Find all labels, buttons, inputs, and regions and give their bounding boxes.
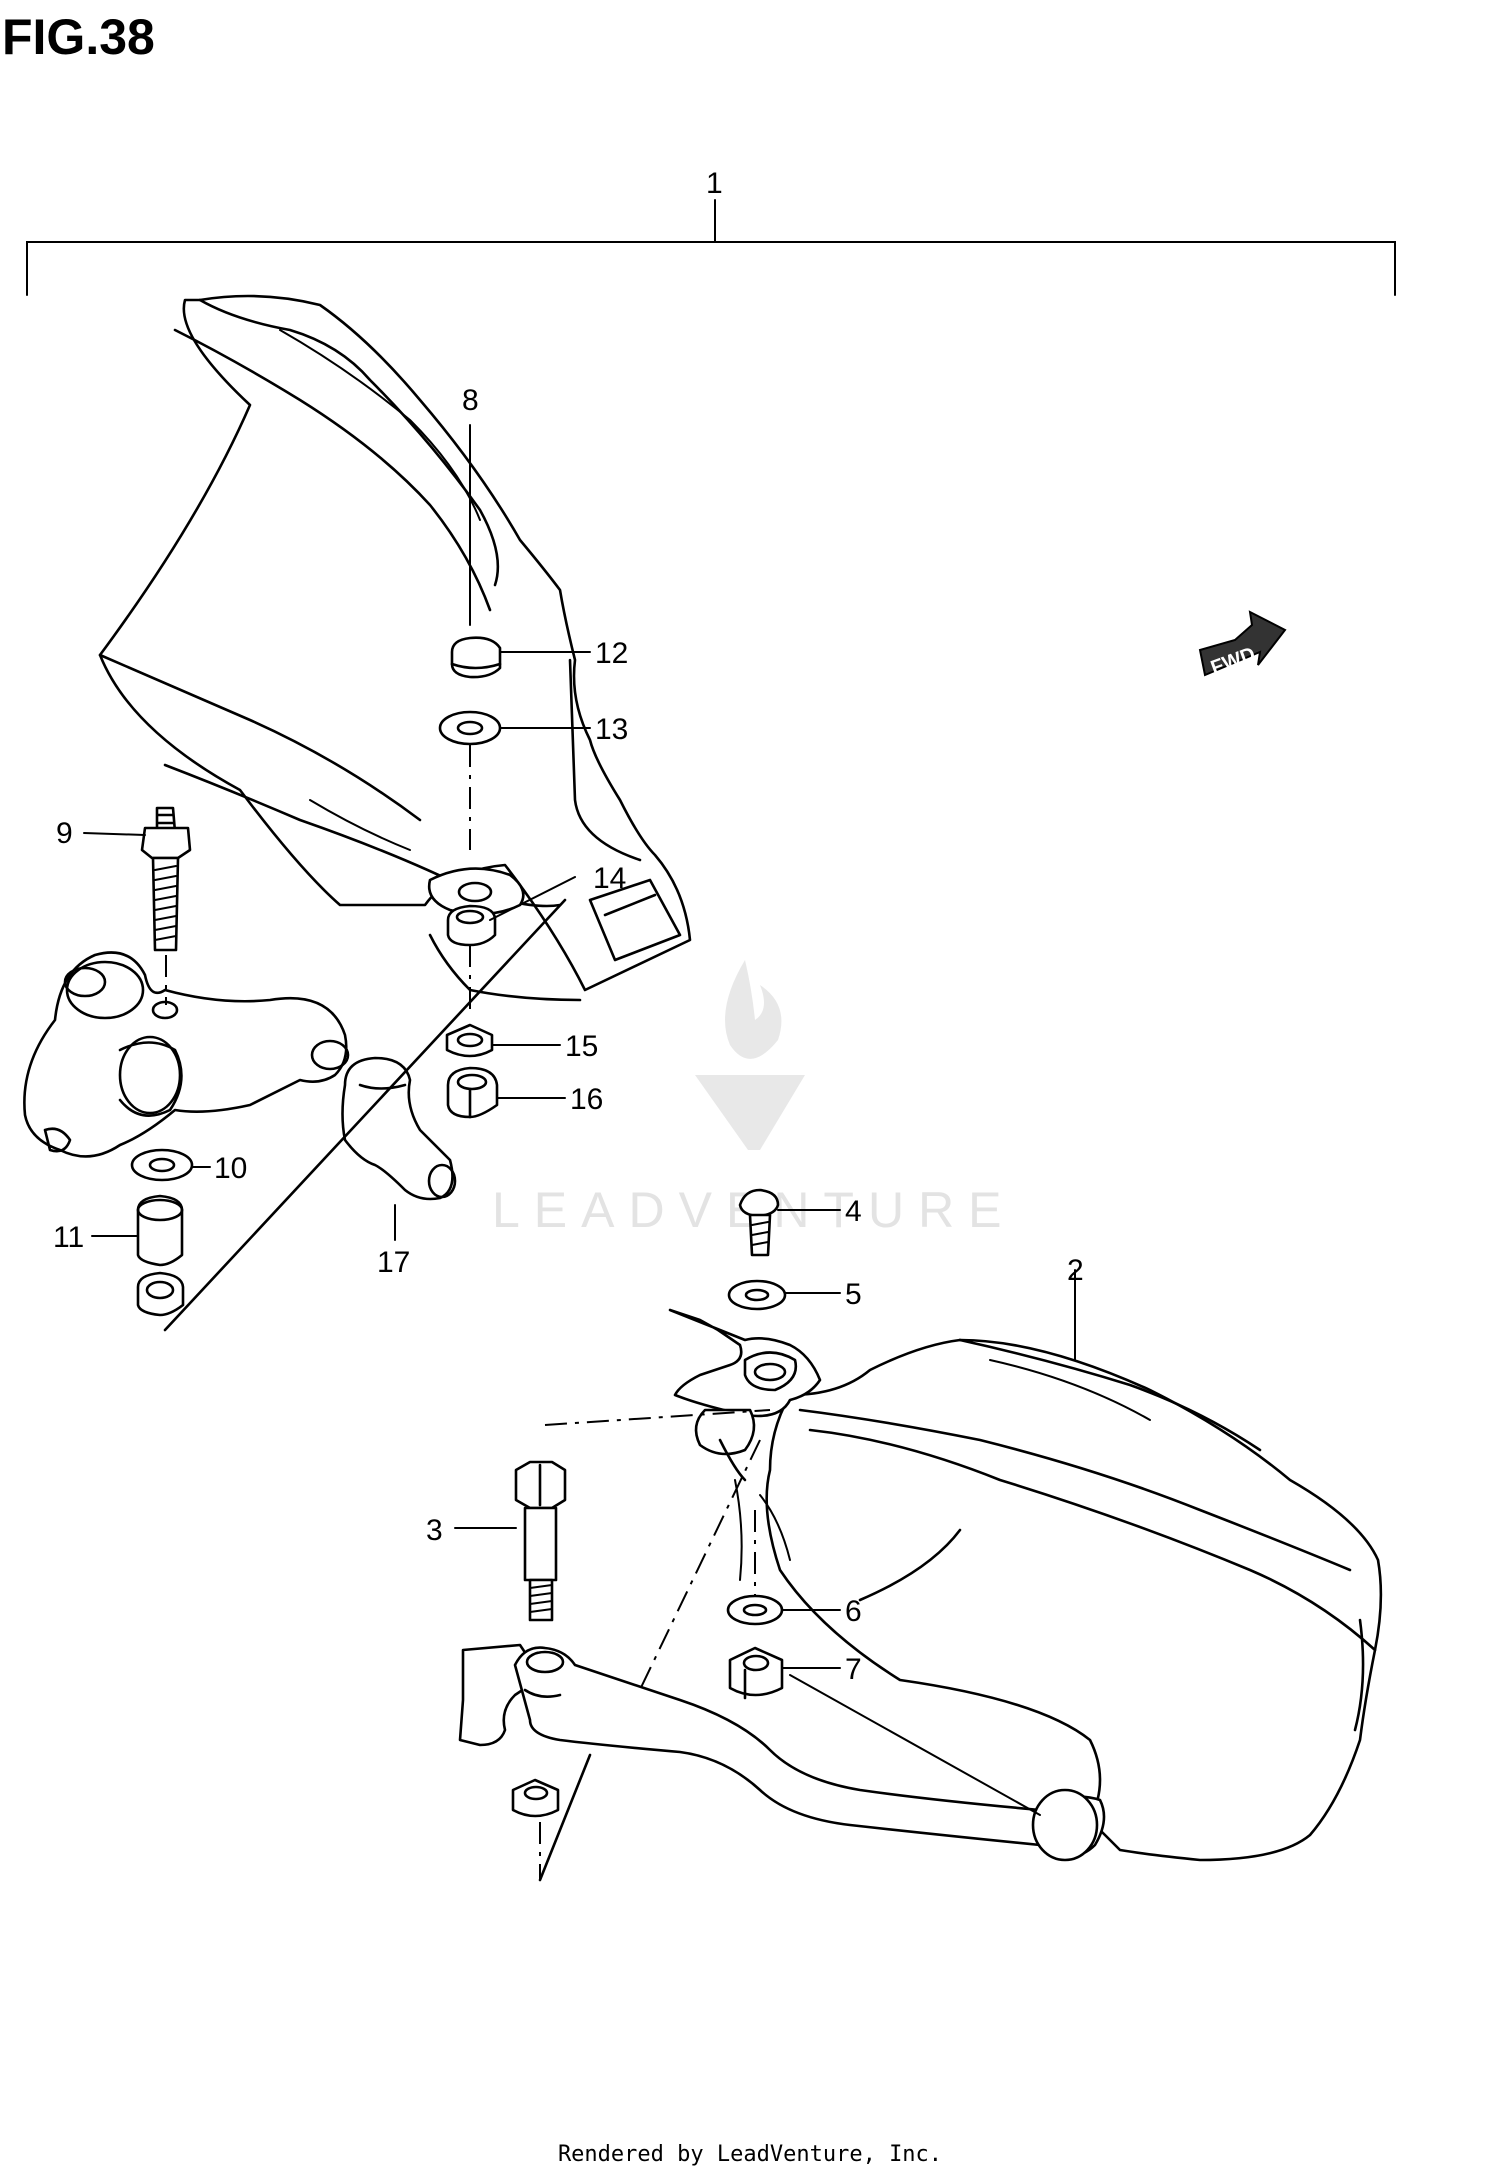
credit-text: Rendered by LeadVenture, Inc.	[558, 2142, 942, 2167]
spacer	[136, 1194, 184, 1267]
lever-nut	[728, 1646, 784, 1700]
brake-lever	[458, 1643, 1106, 1862]
callout-12: 12	[595, 637, 628, 670]
cap-nut	[450, 636, 502, 679]
callout-11: 11	[53, 1221, 84, 1254]
forward-arrow-icon: FWD	[1198, 610, 1287, 679]
assembly-bracket	[26, 199, 1396, 296]
callout-8: 8	[462, 384, 479, 417]
leadventure-logo-icon	[695, 960, 805, 1150]
washer-6	[726, 1594, 784, 1626]
hand-guard-lower	[765, 1338, 1383, 1862]
lever-bracket	[668, 1308, 822, 1581]
figure-title: FIG.38	[2, 9, 155, 65]
rubber-cover	[341, 1056, 457, 1201]
callout-labels: 1 2 3 4 5 6 7 8 9 10 11 12 13 14 15 16 1…	[53, 167, 1084, 1686]
callout-2: 2	[1067, 1254, 1084, 1287]
callout-13: 13	[595, 713, 628, 746]
callout-15: 15	[565, 1030, 598, 1063]
washer-5	[727, 1279, 787, 1311]
callout-16: 16	[570, 1083, 603, 1116]
hex-nut-lever	[511, 1778, 560, 1818]
callout-5: 5	[845, 1278, 862, 1311]
pivot-bolt	[514, 1460, 567, 1622]
screw	[738, 1188, 780, 1257]
callout-6: 6	[845, 1595, 862, 1628]
callout-10: 10	[214, 1152, 247, 1185]
leader-lines	[83, 424, 1076, 1816]
callout-3: 3	[426, 1514, 443, 1547]
callout-4: 4	[845, 1195, 862, 1228]
callout-14: 14	[593, 862, 626, 895]
nut-upper	[445, 1023, 494, 1058]
callout-17: 17	[377, 1246, 410, 1279]
callout-7: 7	[845, 1653, 862, 1686]
bushing	[446, 904, 497, 947]
clamp-bracket	[23, 951, 350, 1158]
stud-bolt	[140, 806, 192, 1005]
hex-nut-clamp	[136, 1271, 185, 1317]
hex-nut-upper	[446, 1066, 499, 1119]
callout-9: 9	[56, 817, 73, 850]
callout-1: 1	[706, 167, 723, 200]
washer-10	[130, 1148, 194, 1182]
hand-guard-upper	[98, 294, 692, 1002]
washer-upper	[438, 710, 502, 746]
